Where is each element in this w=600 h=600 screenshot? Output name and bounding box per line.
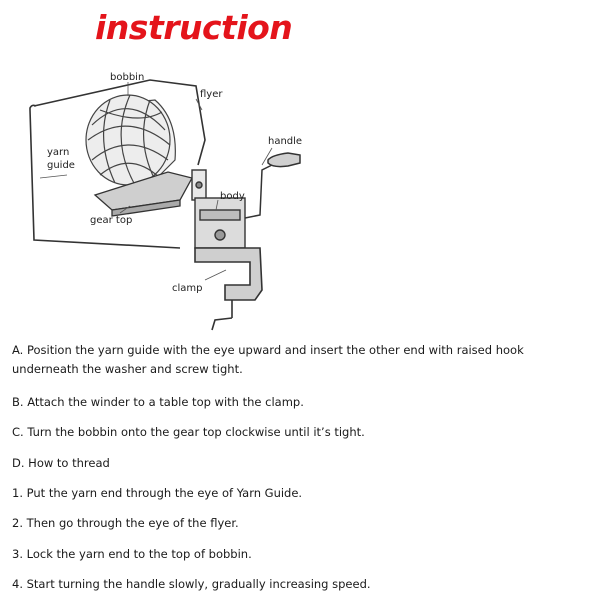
step-c: C. Turn the bobbin onto the gear top clo… xyxy=(12,425,365,439)
label-yarn-guide-line2: guide xyxy=(47,160,75,171)
label-body: body xyxy=(220,191,245,202)
step-b: B. Attach the winder to a table top with… xyxy=(12,395,304,409)
handle xyxy=(244,152,301,219)
label-handle: handle xyxy=(268,136,302,147)
yarn-guide-wire xyxy=(29,79,206,249)
step-2: 2. Then go through the eye of the flyer. xyxy=(12,516,239,530)
label-bobbin: bobbin xyxy=(110,72,144,83)
step-a-line1: A. Position the yarn guide with the eye … xyxy=(12,343,524,357)
bobbin xyxy=(85,94,176,186)
yarn-winder-diagram: bobbin flyer handle yarn guide body gear… xyxy=(29,72,302,331)
step-3: 3. Lock the yarn end to the top of bobbi… xyxy=(12,547,252,561)
step-a-line2: underneath the washer and screw tight. xyxy=(12,362,243,376)
clamp xyxy=(194,247,263,331)
label-clamp: clamp xyxy=(172,283,203,294)
page-title: instruction xyxy=(95,8,293,47)
label-yarn-guide-line1: yarn xyxy=(47,147,69,158)
step-4: 4. Start turning the handle slowly, grad… xyxy=(12,577,371,591)
label-gear-top: gear top xyxy=(90,215,132,226)
gear-top xyxy=(93,171,193,217)
flyer-top xyxy=(191,169,207,201)
body xyxy=(194,197,246,249)
leader-lines xyxy=(39,82,273,281)
step-d: D. How to thread xyxy=(12,456,110,470)
label-flyer: flyer xyxy=(200,89,223,100)
step-1: 1. Put the yarn end through the eye of Y… xyxy=(12,486,303,500)
